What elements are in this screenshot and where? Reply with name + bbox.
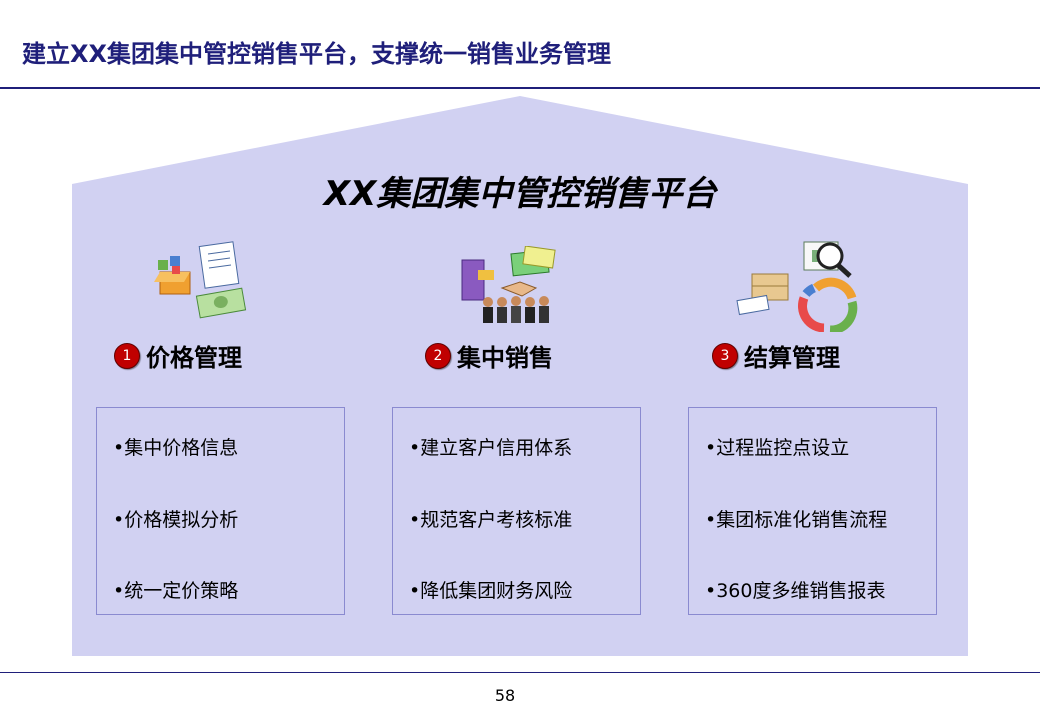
pricing-documents-icon xyxy=(150,238,250,326)
number-badge: 2 xyxy=(425,343,451,369)
list-item: •规范客户考核标准 xyxy=(409,505,572,532)
pillar-title: 集中销售 xyxy=(457,338,553,373)
footer-divider xyxy=(0,672,1040,673)
number-badge: 1 xyxy=(114,343,140,369)
list-item: •价格模拟分析 xyxy=(113,505,238,532)
number-badge: 3 xyxy=(712,343,738,369)
pillar-header-pricing: 1 价格管理 xyxy=(114,338,242,373)
pillar-header-settlement: 3 结算管理 xyxy=(712,338,840,373)
list-item: •建立客户信用体系 xyxy=(409,433,572,460)
page-number: 58 xyxy=(0,686,1010,705)
list-item: •过程监控点设立 xyxy=(705,433,849,460)
sales-items-box: •建立客户信用体系 •规范客户考核标准 •降低集团财务风险 xyxy=(392,407,641,615)
pillar-title: 结算管理 xyxy=(744,338,840,373)
pricing-items-box: •集中价格信息 •价格模拟分析 •统一定价策略 xyxy=(96,407,345,615)
list-item: •降低集团财务风险 xyxy=(409,576,572,603)
platform-title: XX集团集中管控销售平台 xyxy=(0,166,1040,215)
list-item: •集中价格信息 xyxy=(113,433,238,460)
settlement-items-box: •过程监控点设立 •集团标准化销售流程 •360度多维销售报表 xyxy=(688,407,937,615)
list-item: •统一定价策略 xyxy=(113,576,238,603)
pillar-header-sales: 2 集中销售 xyxy=(425,338,553,373)
list-item: •360度多维销售报表 xyxy=(705,576,885,603)
pillar-title: 价格管理 xyxy=(146,338,242,373)
sales-handshake-icon xyxy=(458,246,568,326)
list-item: •集团标准化销售流程 xyxy=(705,505,887,532)
settlement-cycle-icon xyxy=(734,238,864,332)
